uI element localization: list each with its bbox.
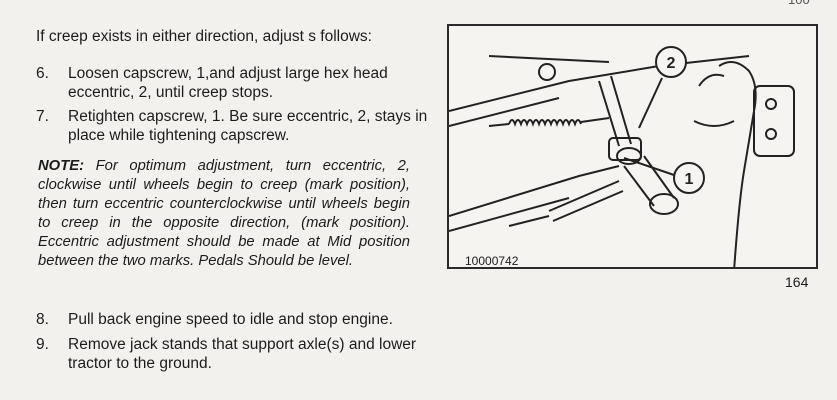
- eccentric-adjustment-figure: 2 1 10000742: [447, 24, 818, 269]
- step-text: Pull back engine speed to idle and stop …: [68, 311, 393, 328]
- note-block: NOTE: For optimum adjustment, turn eccen…: [38, 157, 410, 271]
- note-text: For optimum adjustment, turn eccentric, …: [38, 158, 410, 269]
- step-text: Retighten capscrew, 1. Be sure eccentric…: [68, 108, 428, 144]
- step-number: 8.: [36, 311, 49, 328]
- page-number-top: 100: [788, 0, 810, 7]
- figure-number: 164: [785, 274, 809, 290]
- step-text: Remove jack stands that support axle(s) …: [68, 336, 417, 372]
- callout-1-circle: [673, 162, 705, 194]
- figure-image-id: 10000742: [465, 254, 519, 268]
- step-text: Loosen capscrew, 1,and adjust large hex …: [68, 65, 388, 101]
- step-number: 9.: [36, 336, 49, 353]
- step-number: 6.: [36, 65, 49, 82]
- callout-2-label: 2: [667, 55, 676, 72]
- callout-2-circle: [655, 46, 687, 78]
- callout-1-label: 1: [685, 171, 694, 188]
- intro-text: If creep exists in either direction, adj…: [36, 28, 372, 45]
- step-number: 7.: [36, 108, 49, 125]
- mechanism-illustration: 2 1: [449, 46, 795, 267]
- note-label: NOTE:: [38, 158, 85, 174]
